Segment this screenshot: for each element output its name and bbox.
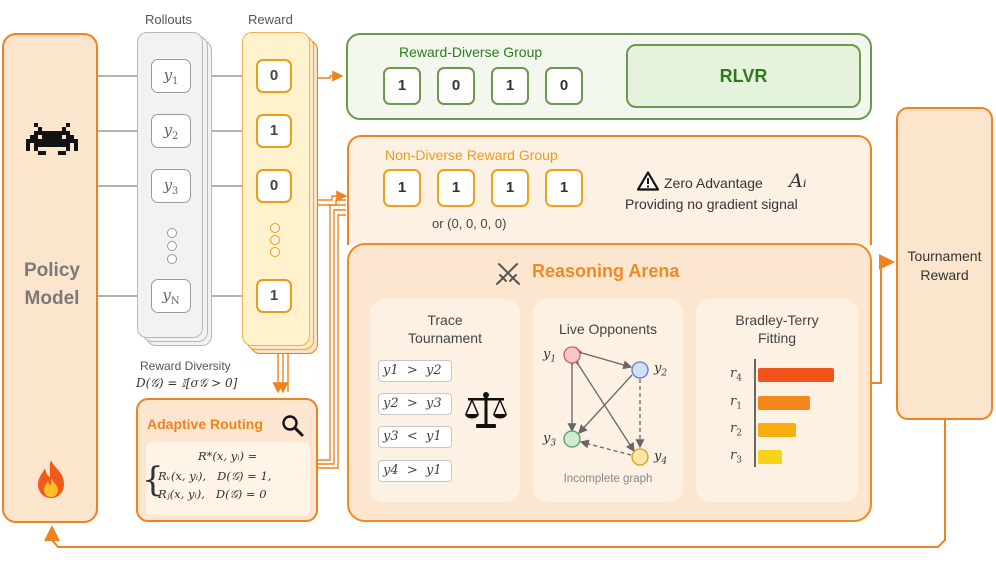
routing-formula-line3: Rⱼ(x, yᵢ), D(𝒢) = 0	[158, 487, 267, 501]
reward-diversity-formula: D(𝒢) = 𝕀[σ𝒢 > 0]	[136, 376, 238, 390]
trace-pair: y1 > y2	[378, 360, 452, 382]
bradley-terry-title: Bradley-Terry Fitting	[735, 312, 819, 346]
no-gradient-label: Providing no gradient signal	[625, 196, 798, 212]
nondiverse-reward-cell: 1	[383, 169, 421, 207]
diverse-reward-cell: 0	[545, 67, 583, 105]
bt-label-r1: r1	[730, 394, 742, 412]
ellipsis-dot	[270, 247, 280, 257]
bt-bar-r1	[758, 396, 810, 410]
scales-icon	[465, 392, 507, 428]
rollout-y2: y2	[151, 114, 191, 148]
nondiverse-reward-cell: 1	[545, 169, 583, 207]
reward-value: 0	[256, 59, 292, 93]
bt-bar-r3	[758, 450, 782, 464]
non-diverse-group-box	[347, 135, 872, 245]
bt-label-r2: r2	[730, 421, 742, 439]
graph-label-y3: y3	[543, 431, 557, 449]
rollout-yN: yN	[151, 279, 191, 313]
bt-label-r3: r3	[730, 448, 742, 466]
graph-node-y3	[563, 430, 581, 448]
reward-value: 1	[256, 114, 292, 148]
ellipsis-dot	[167, 228, 177, 238]
rollouts-header: Rollouts	[145, 12, 192, 27]
non-diverse-group-title: Non-Diverse Reward Group	[385, 147, 558, 163]
opponents-graph	[563, 346, 649, 466]
trace-pair: y2 > y3	[378, 393, 452, 415]
bt-axis	[754, 359, 756, 467]
zero-advantage-label: Zero Advantage	[664, 175, 763, 191]
tournament-reward-box: Tournament Reward	[896, 107, 993, 420]
reward-value: 1	[256, 279, 292, 313]
rlvr-box: RLVR	[626, 44, 861, 108]
tournament-reward-label: Tournament Reward	[907, 248, 982, 283]
nondiverse-alt-values: or (0, 0, 0, 0)	[432, 216, 507, 231]
graph-node-y1	[563, 346, 581, 364]
reward-header: Reward	[248, 12, 293, 27]
fire-icon	[38, 460, 64, 498]
nondiverse-reward-cell: 1	[491, 169, 529, 207]
trace-tournament-title: Trace Tournament	[408, 312, 482, 346]
reward-diversity-caption: Reward Diversity	[140, 359, 231, 373]
graph-label-y1: y1	[543, 347, 557, 365]
graph-node-y4	[631, 448, 649, 466]
incomplete-graph-caption: Incomplete graph	[563, 473, 653, 485]
nondiverse-reward-cell: 1	[437, 169, 475, 207]
ellipsis-dot	[270, 235, 280, 245]
magnifier-icon	[282, 415, 304, 437]
live-opponents-title: Live Opponents	[558, 321, 658, 337]
diverse-reward-cell: 1	[383, 67, 421, 105]
reward-diverse-group-title: Reward-Diverse Group	[399, 44, 543, 60]
bt-bar-r2	[758, 423, 796, 437]
ellipsis-dot	[167, 254, 177, 264]
bt-label-r4: r4	[730, 366, 742, 384]
graph-label-y2: y2	[654, 361, 668, 379]
routing-formula-panel: R*(x, yᵢ) = { Rᵥ(x, yᵢ), D(𝒢) = 1, Rⱼ(x,…	[142, 442, 310, 516]
trace-pair: y3 < y1	[378, 426, 452, 448]
policy-model-label: Policy Model	[24, 260, 80, 309]
bt-bar-r4	[758, 368, 834, 382]
reward-value: 0	[256, 169, 292, 203]
diverse-reward-cell: 1	[491, 67, 529, 105]
trace-pair: y4 > y1	[378, 460, 452, 482]
graph-node-y2	[631, 361, 649, 379]
warning-icon	[637, 171, 659, 191]
routing-brace: {	[142, 460, 164, 500]
ellipsis-dot	[167, 241, 177, 251]
routing-formula-line1: R*(x, yᵢ) =	[198, 449, 258, 463]
advantage-symbol: Aᵢ	[789, 170, 807, 192]
routing-formula-line2: Rᵥ(x, yᵢ), D(𝒢) = 1,	[158, 469, 272, 483]
rollout-y3: y3	[151, 169, 191, 203]
space-invader-icon	[26, 123, 78, 155]
crossed-swords-icon	[496, 263, 520, 285]
adaptive-routing-title: Adaptive Routing	[147, 416, 263, 432]
rollout-y1: y1	[151, 59, 191, 93]
ellipsis-dot	[270, 223, 280, 233]
adaptive-routing-box: Adaptive Routing R*(x, yᵢ) = { Rᵥ(x, yᵢ)…	[136, 398, 318, 522]
policy-model-box: Policy Model	[2, 33, 98, 523]
graph-edges	[567, 346, 645, 456]
graph-label-y4: y4	[654, 449, 668, 467]
diverse-reward-cell: 0	[437, 67, 475, 105]
reasoning-arena-title: Reasoning Arena	[532, 261, 680, 281]
